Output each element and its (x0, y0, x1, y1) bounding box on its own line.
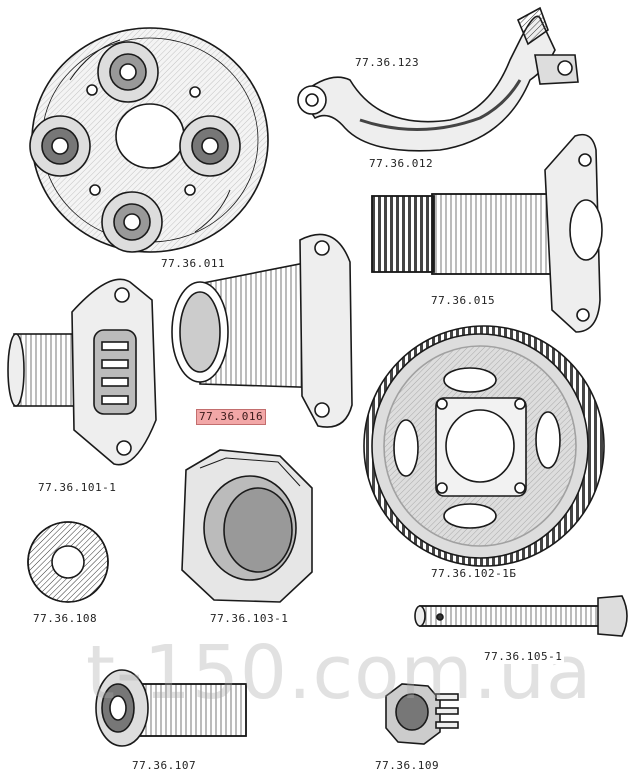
label-77-36-108[interactable]: 77.36.108 (31, 612, 100, 626)
label-77-36-011[interactable]: 77.36.011 (159, 257, 228, 271)
drawing-77-36-012[interactable] (297, 6, 579, 152)
label-77-36-015[interactable]: 77.36.015 (429, 294, 498, 308)
drawing-77-36-102-1b[interactable] (363, 325, 605, 567)
label-77-36-101-1[interactable]: 77.36.101-1 (36, 481, 119, 495)
label-77-36-012[interactable]: 77.36.012 (367, 157, 436, 171)
label-77-36-105-1[interactable]: 77.36.105-1 (482, 650, 565, 664)
watermark: t-150.com.ua (86, 630, 593, 716)
drawing-77-36-107[interactable] (95, 669, 247, 747)
drawing-77-36-105-1[interactable] (414, 595, 628, 637)
drawing-77-36-108[interactable] (27, 521, 109, 603)
label-77-36-107[interactable]: 77.36.107 (130, 759, 199, 773)
label-77-36-109[interactable]: 77.36.109 (373, 759, 442, 773)
drawing-77-36-109[interactable] (385, 683, 459, 745)
drawing-77-36-016[interactable] (171, 233, 353, 428)
label-77-36-102-1b[interactable]: 77.36.102-1Б (429, 567, 519, 581)
drawing-77-36-015[interactable] (371, 133, 603, 333)
label-77-36-103-1[interactable]: 77.36.103-1 (208, 612, 291, 626)
drawing-77-36-011[interactable] (29, 27, 269, 253)
drawing-77-36-101-1[interactable] (7, 278, 157, 466)
label-77-36-016-highlighted[interactable]: 77.36.016 (196, 409, 267, 425)
drawing-77-36-103-1[interactable] (181, 449, 313, 603)
label-77-36-123[interactable]: 77.36.123 (353, 56, 422, 70)
